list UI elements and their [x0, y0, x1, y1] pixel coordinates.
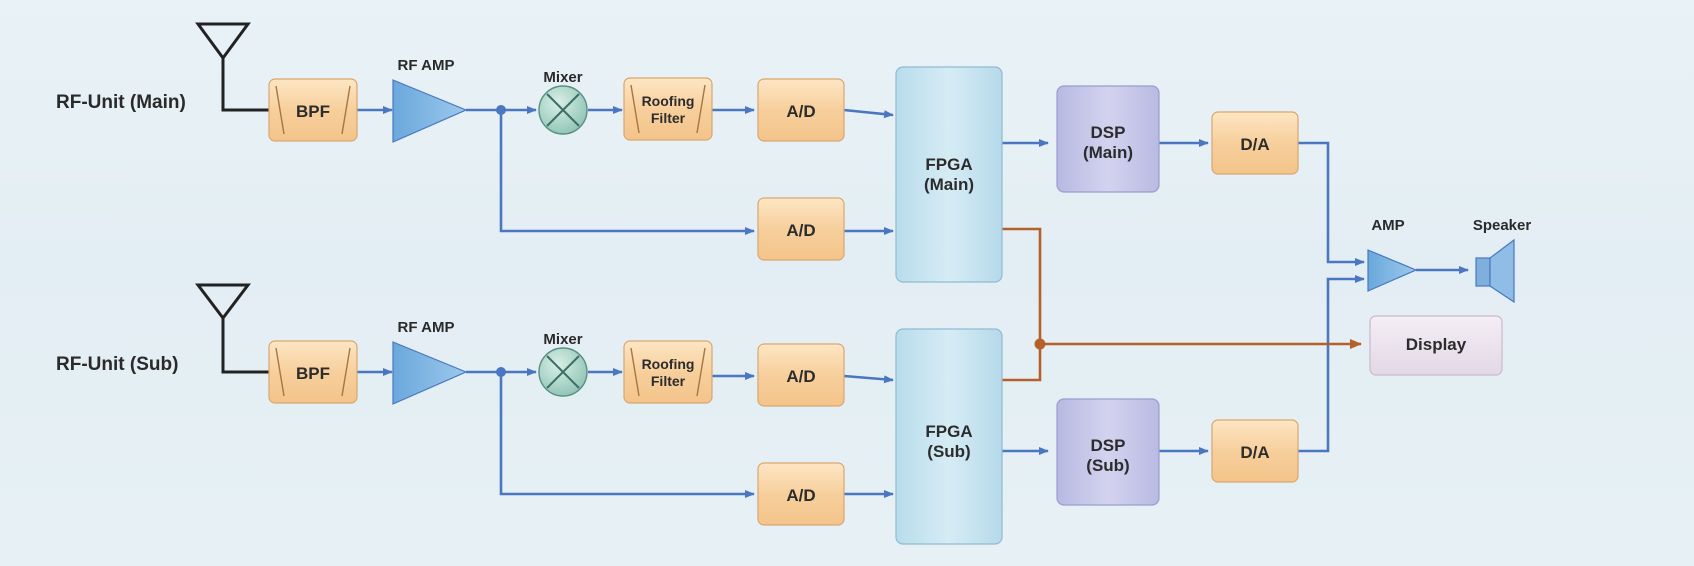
antenna-icon [194, 283, 252, 321]
amplifier-icon [1367, 249, 1418, 292]
rf-unit-main-label: RF-Unit (Main) [56, 92, 186, 113]
amp-label: AMP [1371, 217, 1404, 234]
rf-unit-sub-label: RF-Unit (Sub) [56, 354, 178, 375]
fpga-main-label-line2: (Main) [924, 175, 974, 194]
junction-dot-sub [496, 367, 506, 377]
junction-dot-control [1034, 338, 1046, 350]
bpf-label: BPF [296, 102, 330, 121]
dsp-main-label-line1: DSP [1091, 123, 1126, 142]
wire-da-to-amp-main [1298, 141, 1365, 266]
mixer-label: Mixer [543, 331, 582, 348]
rf-amp-label: RF AMP [398, 319, 455, 336]
amplifier-icon [392, 341, 468, 405]
junction-dot-main [496, 105, 506, 115]
fpga-sub: FPGA (Sub) [895, 328, 1003, 545]
amplifier-icon [392, 79, 468, 143]
rf-amp-sub: RF AMP [392, 319, 468, 405]
rf-amp-main: RF AMP [392, 57, 468, 143]
antenna-icon [195, 22, 251, 61]
speaker-label: Speaker [1473, 217, 1532, 234]
ad-sub-2: A/D [757, 462, 845, 526]
bpf-label: BPF [296, 364, 330, 383]
ad-label: A/D [786, 102, 815, 121]
bpf-sub: BPF [268, 340, 358, 404]
signal-lines [357, 106, 1469, 498]
rf-amp-label: RF AMP [398, 57, 455, 74]
ad-label: A/D [786, 221, 815, 240]
wire-fpga-link [1002, 227, 1042, 382]
control-lines [1002, 227, 1362, 382]
antenna-main [195, 22, 270, 112]
wire-ad-to-fpga-sub [843, 374, 894, 384]
display: Display [1369, 315, 1503, 376]
bpf-main: BPF [268, 78, 358, 142]
fpga-main: FPGA (Main) [895, 66, 1003, 283]
dsp-main: DSP (Main) [1056, 85, 1160, 193]
dsp-sub-label-line1: DSP [1091, 436, 1126, 455]
ad-label: A/D [786, 486, 815, 505]
da-label: D/A [1240, 443, 1269, 462]
roofing-filter-sub: Roofing Filter [623, 340, 713, 404]
roofing-label-line2: Filter [651, 110, 686, 126]
mixer-label: Mixer [543, 69, 582, 86]
fpga-main-label-line1: FPGA [925, 155, 972, 174]
antenna-sub [194, 283, 270, 374]
display-label: Display [1406, 335, 1467, 354]
roofing-label-line2: Filter [651, 373, 686, 389]
roofing-label-line1: Roofing [642, 93, 695, 109]
dsp-sub-label-line2: (Sub) [1086, 456, 1129, 475]
mixer-sub: Mixer [538, 331, 588, 397]
ad-sub-1: A/D [757, 343, 845, 407]
wire-branch-to-ad2-main [499, 110, 755, 235]
da-main: D/A [1211, 111, 1299, 175]
ad-main-2: A/D [757, 197, 845, 261]
amp: AMP [1367, 217, 1418, 292]
ad-label: A/D [786, 367, 815, 386]
wire-da-to-amp-sub [1298, 275, 1365, 453]
wire-branch-to-ad2-sub [499, 372, 755, 498]
speaker-icon [1475, 238, 1515, 304]
wire-ad-to-fpga-main [843, 108, 894, 119]
fpga-sub-label-line1: FPGA [925, 422, 972, 441]
dsp-sub: DSP (Sub) [1056, 398, 1160, 506]
fpga-sub-label-line2: (Sub) [927, 442, 970, 461]
da-label: D/A [1240, 135, 1269, 154]
dsp-main-label-line2: (Main) [1083, 143, 1133, 162]
da-sub: D/A [1211, 419, 1299, 483]
speaker: Speaker [1473, 217, 1532, 304]
roofing-filter-main: Roofing Filter [623, 77, 713, 141]
mixer-main: Mixer [538, 69, 588, 135]
ad-main-1: A/D [757, 78, 845, 142]
roofing-label-line1: Roofing [642, 356, 695, 372]
